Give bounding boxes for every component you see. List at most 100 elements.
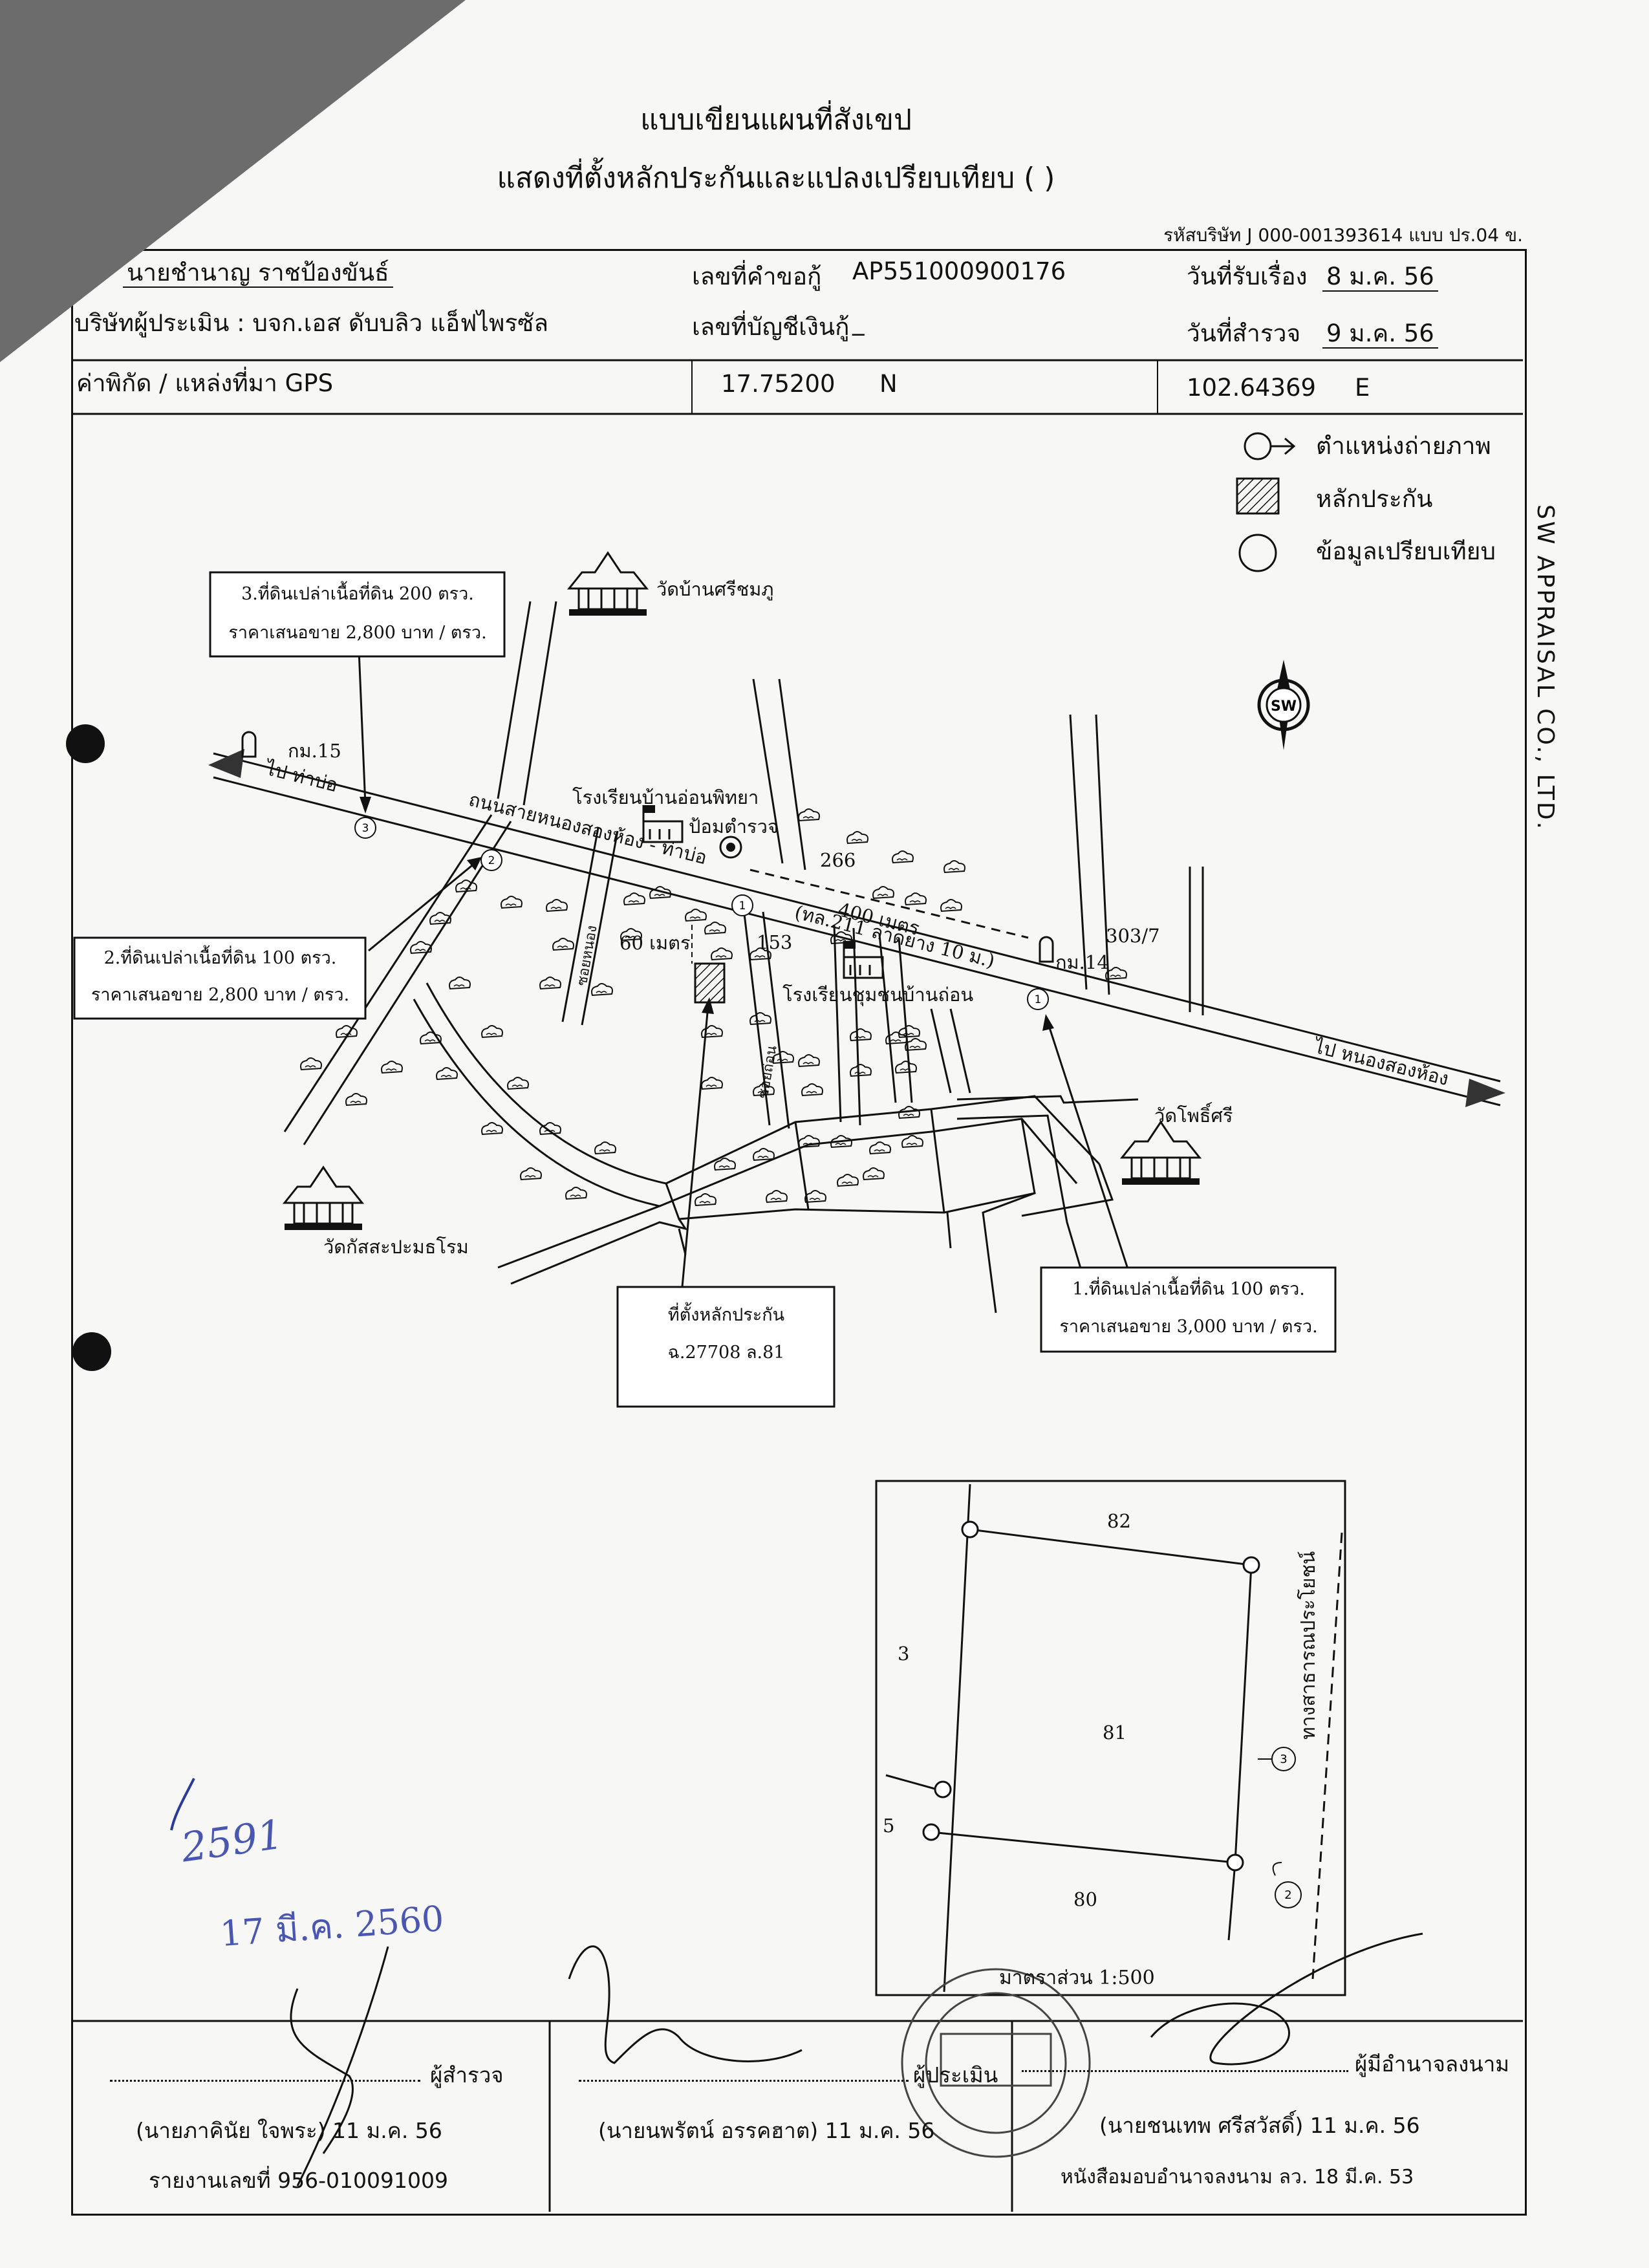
authorized-sign-line: [1022, 2047, 1348, 2072]
appraiser-sign-line: [579, 2057, 909, 2082]
received-date-label: วันที่รับเรื่อง: [1187, 263, 1308, 290]
callout-arrowheads: [360, 797, 1054, 1031]
longitude-value: 102.64369: [1187, 374, 1317, 402]
compass-icon: SW: [1257, 660, 1310, 750]
folded-corner: [0, 0, 466, 362]
authority-document: หนังสือมอบอำนาจลงนาม ลว. 18 มี.ค. 53: [1061, 2166, 1414, 2188]
report-number: รายงานเลขที่ 956-010091009: [149, 2168, 448, 2193]
company-reference: รหัสบริษัท J 000-001393614 แบบ ปร.04 ข.: [1163, 224, 1523, 246]
km15-label: กม.15: [288, 740, 341, 762]
inset-marker-2: 2: [1284, 1888, 1291, 1902]
house-153-label: 153: [757, 931, 793, 953]
inset-parcels: [885, 1484, 1343, 1993]
comparison-markers: [354, 817, 1049, 1010]
inset-marker-3: 3: [1280, 1753, 1287, 1766]
legend-comparison-label: ข้อมูลเปรียบเทียบ: [1316, 537, 1496, 565]
callout-1-line2: ราคาเสนอขาย 3,000 บาท / ตรว.: [1059, 1317, 1318, 1337]
callout-2-line2: ราคาเสนอขาย 2,800 บาท / ตรว.: [91, 985, 350, 1005]
inset-parcel-3: 3: [898, 1643, 910, 1665]
house-303-label: 303/7: [1106, 925, 1160, 947]
collateral-line2: ฉ.27708 ล.81: [667, 1343, 785, 1363]
surveyor-role: ผู้สำรวจ: [430, 2062, 504, 2088]
account-no-value: _: [852, 308, 865, 336]
marker-2-label: 2: [488, 854, 495, 867]
document-subtitle: แสดงที่ตั้งหลักประกันและแปลงเปรียบเทียบ …: [497, 162, 1055, 195]
inset-public-road: ทางสาธารณประโยชน์: [1297, 1551, 1320, 1740]
collateral-box: [616, 1286, 835, 1408]
main-highway: [208, 749, 1505, 1107]
account-no-label: เลขที่บัญชีเงินกู้: [692, 313, 850, 341]
km14-label: กม.14: [1055, 951, 1109, 973]
surveyor-name: (นายภาคินัย ใจพระ) 11 ม.ค. 56: [136, 2118, 442, 2143]
inset-parcel-80: 80: [1073, 1888, 1097, 1910]
request-no-value: AP551000900176: [852, 257, 1066, 285]
latitude-value: 17.75200: [721, 370, 835, 398]
temple-north-icon: [568, 552, 648, 617]
document-title: แบบเขียนแผนที่สังเขป: [640, 103, 912, 136]
house-266-label: 266: [820, 849, 856, 871]
inset-parcel-81: 81: [1103, 1722, 1126, 1744]
punch-hole-bottom: [72, 1332, 111, 1371]
inset-parcel-82: 82: [1107, 1510, 1131, 1532]
request-no-label: เลขที่คำขอกู้: [692, 263, 822, 290]
collateral-hatch-icon: [1236, 477, 1280, 515]
legend-collateral-label: หลักประกัน: [1316, 485, 1433, 513]
callout-2-box: [73, 936, 367, 1020]
temple-north-label: วัดบ้านศรีชมภู: [656, 578, 774, 600]
police-box-label: ป้อมตำรวจ: [689, 815, 779, 837]
tree-cluster: [300, 808, 1127, 1206]
marker-1-label: 1: [1035, 993, 1042, 1006]
school-north-label: โรงเรียนบ้านอ่อนพิทยา: [572, 786, 759, 808]
punch-hole-top: [66, 724, 105, 763]
marker-1-photo: 1: [739, 900, 746, 913]
signature-scribbles: [290, 1932, 1423, 2187]
callout-1-box: [1040, 1266, 1337, 1353]
photo-position-icon: [1244, 432, 1296, 460]
temple-east-icon: [1121, 1121, 1201, 1186]
callout-3-box: [209, 571, 506, 658]
coordinate-label: ค่าพิกัด / แหล่งที่มา GPS: [76, 369, 334, 397]
company-seal: [901, 1968, 1091, 2158]
latitude-dir: N: [879, 370, 898, 398]
appraiser-role: ผู้ประเมิน: [913, 2062, 998, 2088]
authorized-name: (นายชนเทพ ศรีสวัสดิ์) 11 ม.ค. 56: [1099, 2113, 1420, 2138]
km-post-icons: [241, 731, 1054, 963]
police-box-icon: [719, 836, 742, 859]
collateral-parcel: [694, 962, 726, 1004]
inset-frame: [875, 1480, 1346, 1996]
callout-3-line1: 3.ที่ดินเปล่าเนื้อที่ดิน 200 ตรว.: [241, 584, 474, 604]
marker-3-label: 3: [362, 822, 369, 835]
callout-3-line2: ราคาเสนอขาย 2,800 บาท / ตรว.: [228, 623, 487, 643]
compass-label: SW: [1271, 698, 1297, 715]
arrow-east: [1465, 1079, 1505, 1107]
callout-1-line1: 1.ที่ดินเปล่าเนื้อที่ดิน 100 ตรว.: [1072, 1279, 1305, 1299]
distance-60-label: 60 เมตร: [620, 932, 691, 954]
temple-west-icon: [283, 1166, 363, 1231]
inset-corner-pins: [922, 1520, 1260, 1872]
school-mid-label: โรงเรียนชุมชนบ้านถ่อน: [782, 984, 974, 1006]
surveyor-sign-line: [110, 2057, 420, 2082]
form-frame: [71, 249, 1527, 2216]
distance-line: [749, 869, 1029, 939]
callout-leaders: [358, 649, 1130, 1288]
temple-west-label: วัดกัสสะปะมธโรม: [323, 1236, 469, 1258]
collateral-line1: ที่ตั้งหลักประกัน: [667, 1305, 785, 1325]
callout-2-line1: 2.ที่ดินเปล่าเนื้อที่ดิน 100 ตรว.: [103, 948, 337, 968]
legend-symbols: [1236, 432, 1296, 572]
legend-photo-label: ตำแหน่งถ่ายภาพ: [1316, 432, 1491, 460]
inset-parcel-5: 5: [883, 1815, 895, 1837]
survey-date-label: วันที่สำรวจ: [1187, 319, 1301, 347]
inset-photo-markers: [1258, 1747, 1302, 1908]
arrow-west: [208, 749, 244, 778]
survey-date-value: 9 ม.ค. 56: [1322, 319, 1438, 349]
temple-east-label: วัดโพธิ์ศรี: [1154, 1105, 1233, 1127]
longitude-dir: E: [1355, 374, 1370, 402]
received-date-value: 8 ม.ค. 56: [1322, 263, 1438, 292]
authorized-role: ผู้มีอำนาจลงนาม: [1355, 2051, 1510, 2077]
comparison-circle-icon: [1238, 534, 1277, 572]
handwritten-slash: [170, 1778, 195, 1831]
inset-scale: มาตราส่วน 1:500: [999, 1967, 1155, 1989]
appraiser-name: (นายนพรัตน์ อรรคฮาต) 11 ม.ค. 56: [598, 2118, 935, 2143]
